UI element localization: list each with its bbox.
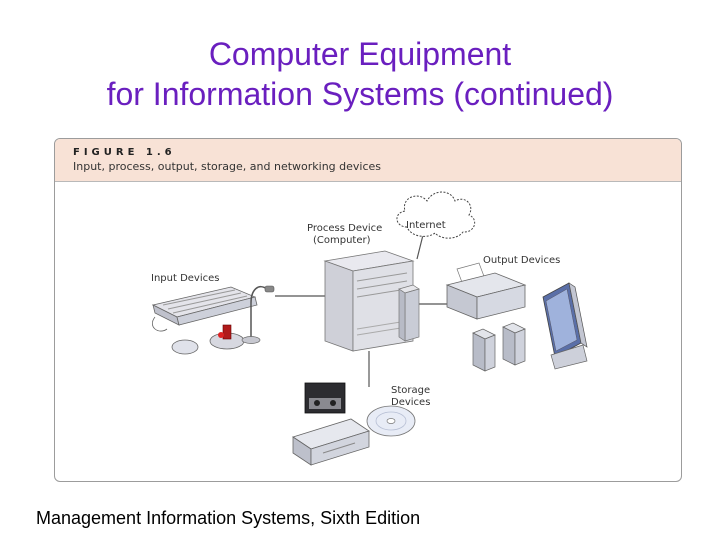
keyboard-icon xyxy=(151,286,258,326)
microphone-icon xyxy=(241,285,275,344)
output-devices-label: Output Devices xyxy=(483,255,560,266)
title-line-2: for Information Systems (continued) xyxy=(106,76,614,112)
figure-caption: Input, process, output, storage, and net… xyxy=(73,160,382,173)
footer-text: Management Information Systems, Sixth Ed… xyxy=(36,508,421,528)
figure-panel: FIGURE 1.6 Input, process, output, stora… xyxy=(54,138,682,482)
storage-devices-label-2: Devices xyxy=(391,397,430,408)
speaker-left-icon xyxy=(472,328,496,372)
speaker-right-icon xyxy=(502,322,526,366)
monitor-icon xyxy=(542,282,588,370)
tape-drive-icon xyxy=(304,382,346,414)
external-drive-icon xyxy=(292,418,370,466)
devices-diagram: Internet Process Device (Computer) Input… xyxy=(151,191,588,466)
printer-icon xyxy=(445,262,527,320)
process-device-label-1: Process Device xyxy=(307,223,382,234)
process-device-label-2: (Computer) xyxy=(313,235,371,246)
title-line-1: Computer Equipment xyxy=(208,36,512,72)
figure-label: FIGURE 1.6 xyxy=(73,147,176,158)
internet-cloud xyxy=(396,191,476,239)
input-devices-label: Input Devices xyxy=(151,273,219,284)
mouse-icon xyxy=(151,316,199,355)
internet-label: Internet xyxy=(406,220,446,231)
joystick-icon xyxy=(209,324,245,350)
figure-header: FIGURE 1.6 Input, process, output, stora… xyxy=(55,139,681,182)
computer-tower-icon xyxy=(323,250,415,352)
slide-title: Computer Equipment for Information Syste… xyxy=(0,34,720,114)
modem-icon xyxy=(398,284,420,342)
optical-disc-icon xyxy=(366,405,416,437)
storage-devices-label-1: Storage xyxy=(391,385,430,396)
